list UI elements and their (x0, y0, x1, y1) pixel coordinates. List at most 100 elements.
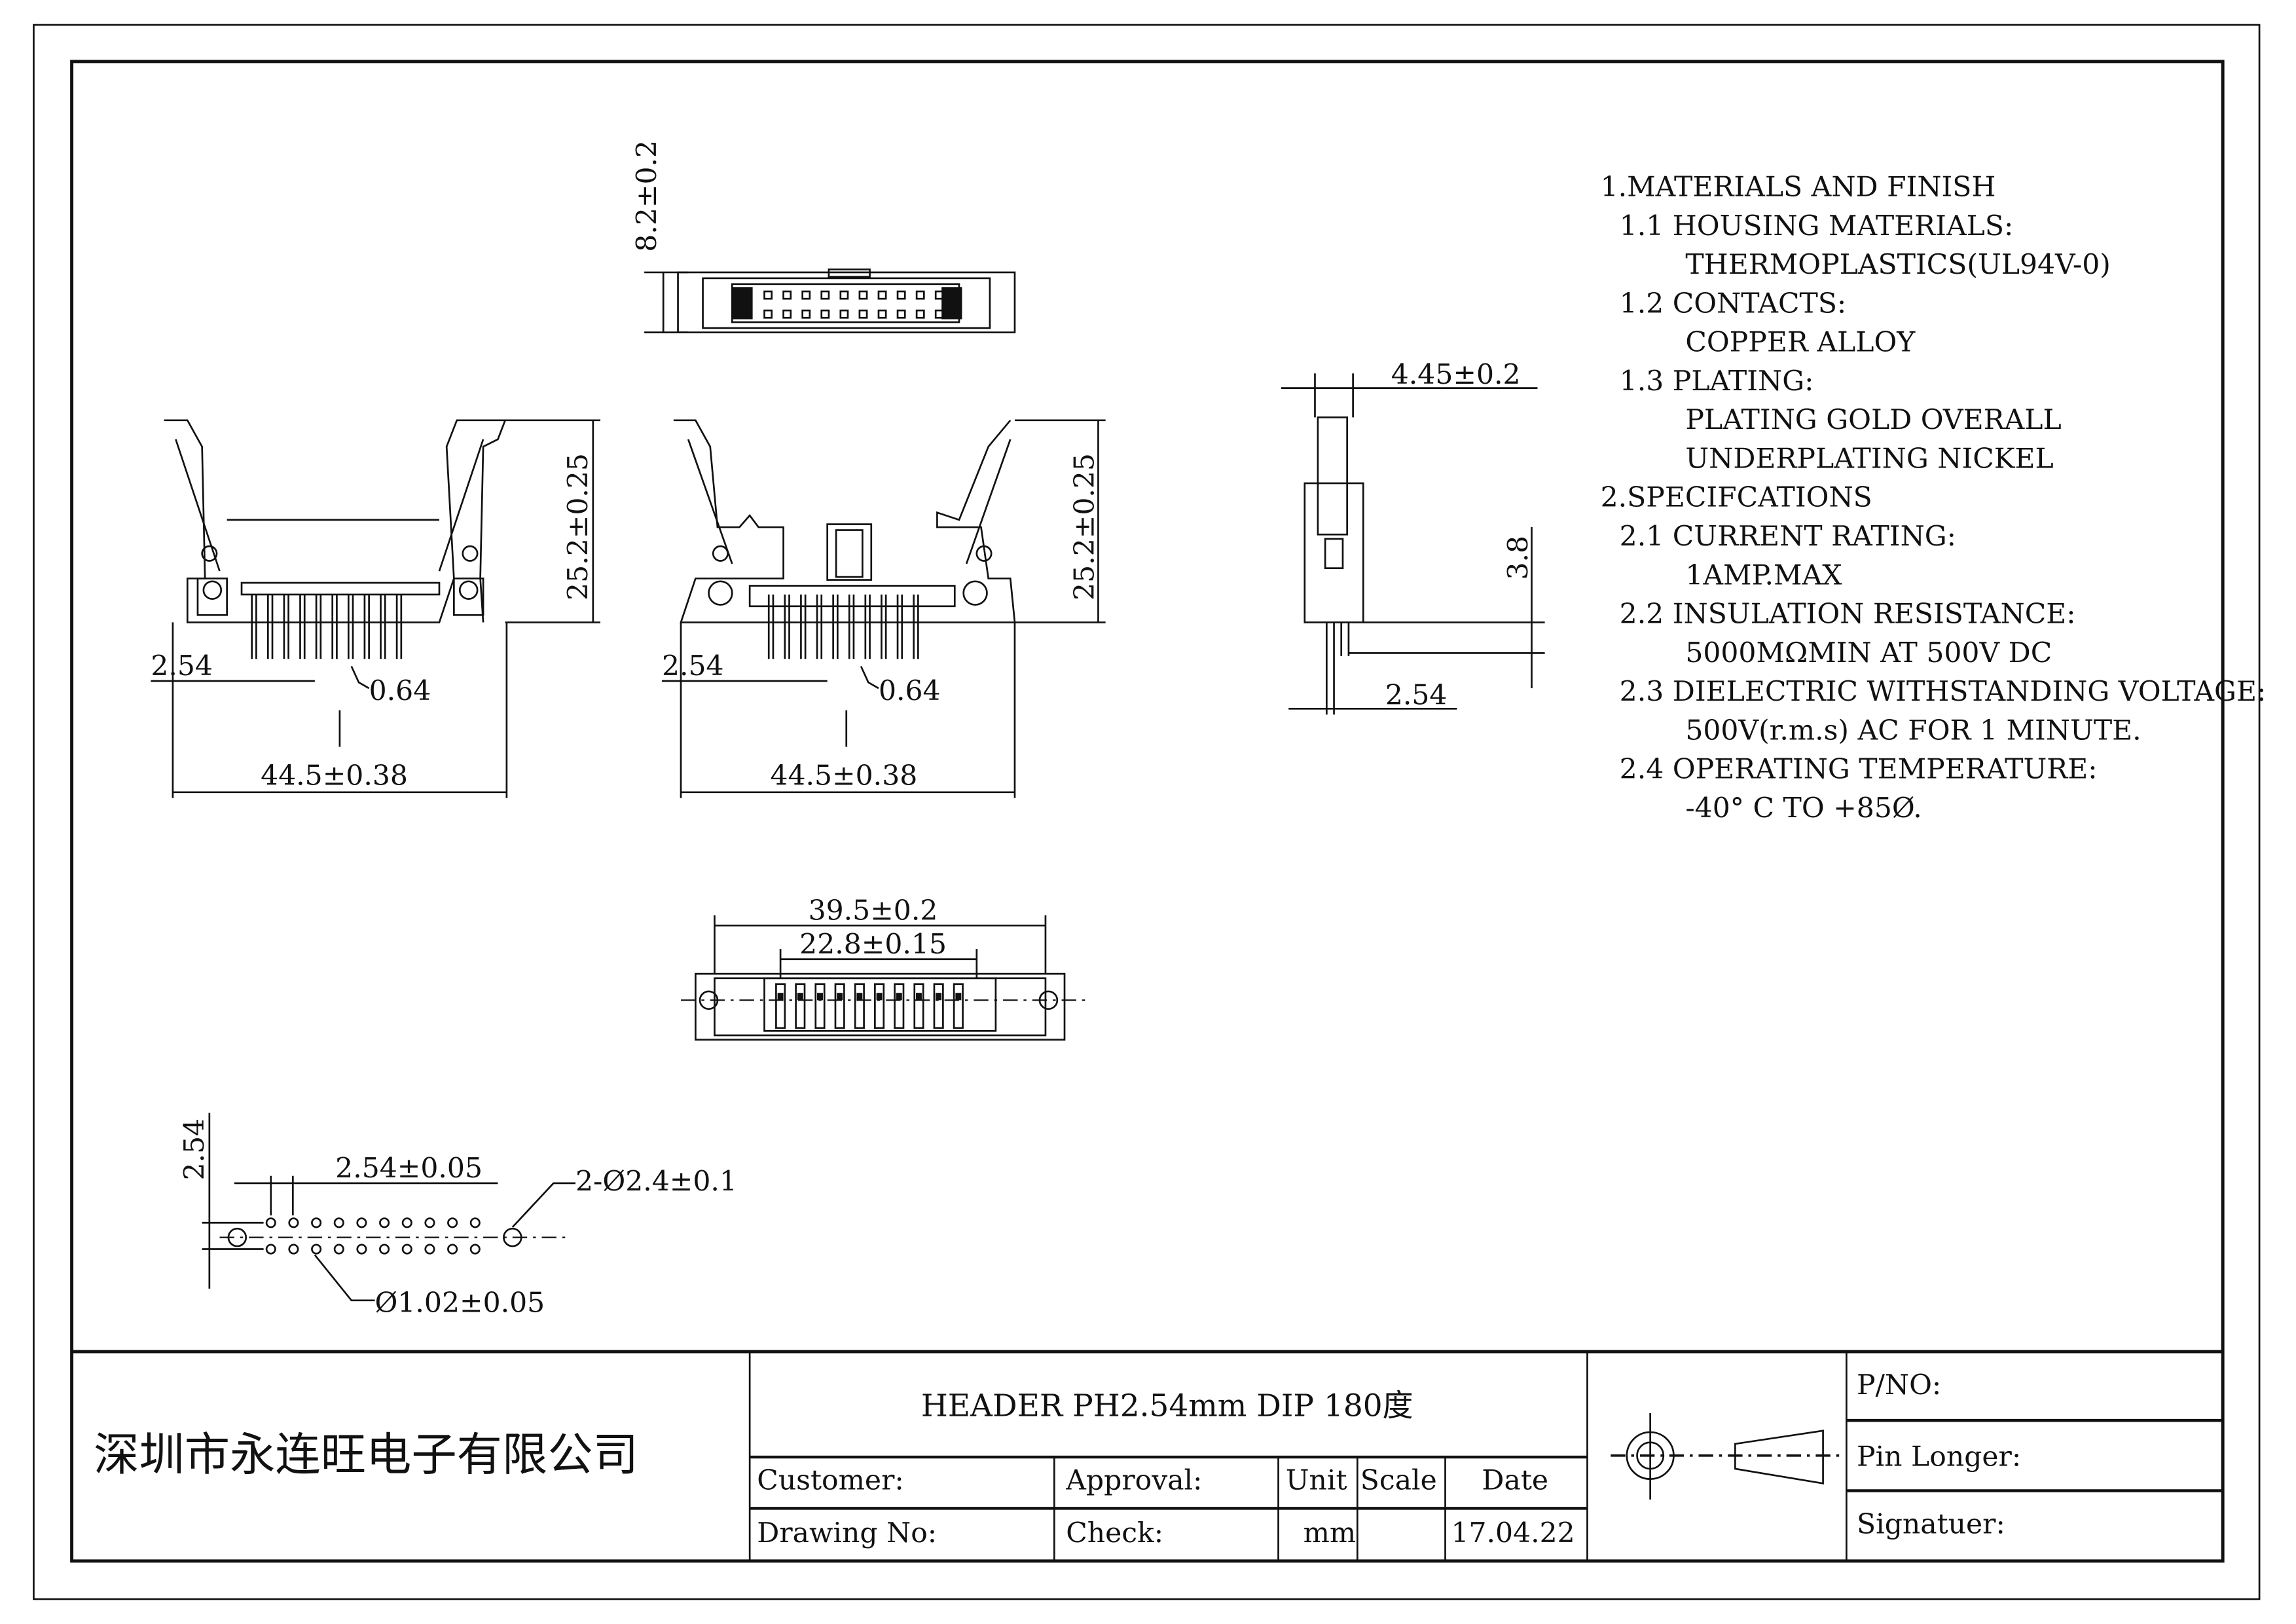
dim-pin-width-left: 0.64 (369, 675, 431, 707)
dim-bottom-inner: 22.8±0.15 (799, 929, 947, 961)
pin-square (820, 309, 830, 319)
pin-hole (469, 1244, 481, 1255)
pin-hole (265, 1244, 276, 1255)
contact (894, 983, 905, 1029)
signature-label: Signatuer: (1857, 1508, 2005, 1540)
note-line: 1.MATERIALS AND FINISH (1601, 172, 1996, 204)
note-line: 2.2 INSULATION RESISTANCE: (1620, 599, 2076, 631)
date-value: 17.04.22 (1451, 1517, 1575, 1549)
contact-mark (915, 993, 922, 1001)
dim-pitch-right: 2.54 (662, 650, 724, 682)
top-view: 8.2±0.2 (631, 140, 1016, 333)
pin-square (763, 290, 773, 300)
pin-hole (469, 1217, 481, 1228)
customer-label: Customer: (757, 1464, 903, 1496)
pin-hole (401, 1244, 412, 1255)
pin-square (877, 309, 887, 319)
dim-length-right: 44.5±0.38 (770, 760, 917, 792)
contact (933, 983, 944, 1029)
contact-mark (896, 993, 902, 1001)
pin-square (782, 309, 792, 319)
contact (814, 983, 826, 1029)
dim-height-right: 25.2±0.25 (1069, 453, 1101, 600)
company-name: 深圳市永连旺电子有限公司 (94, 1429, 638, 1481)
front-view-left: 2.54 0.64 44.5±0.38 25.2±0.25 (151, 419, 601, 798)
pin-square (915, 309, 925, 319)
pin-hole (447, 1217, 458, 1228)
note-line: -40° C TO +85Ø. (1685, 792, 1922, 824)
title-block: 深圳市永连旺电子有限公司 HEADER PH2.54mm DIP 180度 Cu… (71, 1350, 2223, 1561)
contact (913, 983, 924, 1029)
pin-hole (424, 1217, 435, 1228)
note-line: 500V(r.m.s) AC FOR 1 MINUTE. (1685, 714, 2141, 747)
note-line: 2.SPECIFCATIONS (1601, 482, 1872, 514)
pin-hole (333, 1244, 344, 1255)
contact-mark (837, 993, 843, 1001)
pin-longer-label: Pin Longer: (1857, 1441, 2021, 1473)
contact-mark (817, 993, 823, 1001)
unit-value: mm (1303, 1517, 1357, 1549)
contact-mark (797, 993, 803, 1001)
pin-square (896, 290, 906, 300)
note-line: 5000MΩMIN AT 500V DC (1685, 637, 2052, 669)
contact (854, 983, 865, 1029)
check-label: Check: (1066, 1517, 1163, 1549)
contact (834, 983, 845, 1029)
pin-square (858, 290, 868, 300)
pno-label: P/NO: (1857, 1369, 1941, 1401)
pin-square (896, 309, 906, 319)
side-view: 4.45±0.2 3.8 2.54 (1281, 359, 1545, 715)
note-line: 1.3 PLATING: (1620, 365, 1814, 397)
dim-pcb-row-pitch: 2.54 (179, 1118, 211, 1181)
approval-label: Approval: (1065, 1464, 1202, 1496)
contact-mark (876, 993, 883, 1001)
pin-square (801, 309, 811, 319)
note-line: 1AMP.MAX (1685, 559, 1842, 591)
dim-pcb-pitch: 2.54±0.05 (335, 1153, 483, 1185)
pin-hole (379, 1244, 390, 1255)
contact-mark (936, 993, 942, 1001)
dim-pcb-mount-hole: 2-Ø2.4±0.1 (575, 1166, 737, 1198)
drawing-no-label: Drawing No: (757, 1517, 937, 1549)
note-line: 1.1 HOUSING MATERIALS: (1620, 210, 2014, 242)
dim-length-left: 44.5±0.38 (261, 760, 408, 792)
pin-hole (265, 1217, 276, 1228)
inner-border (70, 60, 2225, 1563)
scale-label: Scale (1360, 1464, 1437, 1496)
dim-top-height: 8.2±0.2 (631, 140, 663, 252)
pin-hole (379, 1217, 390, 1228)
unit-label: Unit (1286, 1464, 1347, 1496)
dim-side-pitch: 2.54 (1385, 680, 1448, 712)
pin-square (915, 290, 925, 300)
pin-hole (356, 1244, 367, 1255)
outer-border (33, 24, 2261, 1600)
bottom-view: 39.5±0.2 22.8±0.15 (681, 895, 1091, 1041)
pin-square (801, 290, 811, 300)
contact-mark (856, 993, 863, 1001)
pin-square (934, 290, 944, 300)
note-line: COPPER ALLOY (1685, 327, 1916, 359)
pin-hole (311, 1244, 322, 1255)
pin-hole (288, 1244, 299, 1255)
note-line: UNDERPLATING NICKEL (1685, 443, 2053, 475)
pin-square (763, 309, 773, 319)
date-label: Date (1482, 1464, 1548, 1496)
contact (953, 983, 964, 1029)
pin-hole (333, 1217, 344, 1228)
dim-side-width: 4.45±0.2 (1391, 359, 1521, 391)
note-line: 2.4 OPERATING TEMPERATURE: (1620, 754, 2098, 786)
pin-square (839, 290, 849, 300)
note-line: THERMOPLASTICS(UL94V-0) (1685, 249, 2110, 281)
note-line: 2.3 DIELECTRIC WITHSTANDING VOLTAGE: (1620, 676, 2267, 708)
projection-symbol-icon (1611, 1412, 1846, 1500)
pin-hole (311, 1217, 322, 1228)
pin-hole (447, 1244, 458, 1255)
note-line: 1.2 CONTACTS: (1620, 287, 1847, 320)
contact (874, 983, 885, 1029)
dim-bottom-outer: 39.5±0.2 (809, 895, 938, 927)
contact-mark (955, 993, 962, 1001)
dim-side-height: 3.8 (1503, 536, 1535, 580)
dim-height-left: 25.2±0.25 (562, 453, 594, 600)
pin-hole (288, 1217, 299, 1228)
dim-pin-width-right: 0.64 (879, 675, 941, 707)
